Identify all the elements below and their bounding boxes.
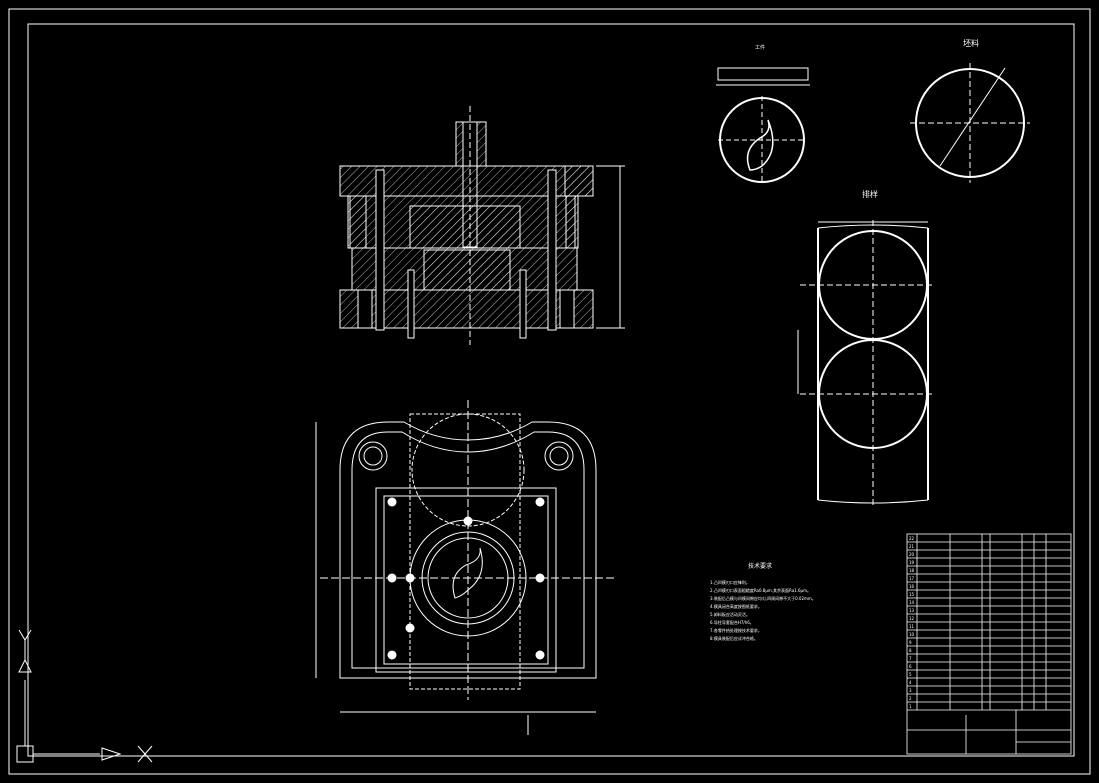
bom-table (906, 533, 1072, 755)
note-line: 6.导柱导套配合H7/h6。 (710, 619, 754, 625)
bom-row-number: 7 (909, 656, 912, 661)
note-line: 3.装配后凸模与凹模间隙应均匀,四周间隙不大于0.02mm。 (710, 595, 816, 601)
bom-row-number: 20 (909, 552, 915, 557)
bom-row-number: 10 (909, 632, 915, 637)
bom-row-numbers: 22 21 20 19 18 17 16 15 14 13 12 11 10 9… (909, 536, 915, 709)
plan-view (315, 400, 615, 735)
blank-view-label: 坯料 (963, 38, 979, 48)
inner-frame (27, 23, 1075, 757)
blank-view (910, 63, 1030, 183)
bom-row-number: 22 (909, 536, 915, 541)
notes-lines: 1.凸凹模刃口应锋利。 2.凸凹模刃口表面粗糙度Ra0.8μm,其余表面Ra1.… (710, 579, 816, 641)
bom-row-number: 9 (909, 640, 912, 645)
bom-row-number: 13 (909, 608, 915, 613)
bom-row-number: 18 (909, 568, 915, 573)
bom-row-number: 14 (909, 600, 915, 605)
note-line: 2.凸凹模刃口表面粗糙度Ra0.8μm,其余表面Ra1.6μm。 (710, 587, 811, 593)
bom-row-number: 6 (909, 664, 912, 669)
bom-row-number: 12 (909, 616, 915, 621)
note-line: 8.模具装配后应试冲合格。 (710, 635, 758, 641)
note-line: 1.凸凹模刃口应锋利。 (710, 579, 750, 585)
bom-row-number: 21 (909, 544, 915, 549)
bom-row-number: 1 (909, 704, 912, 709)
outer-frame (8, 8, 1091, 775)
note-line: 7.各零件热处理按技术要求。 (710, 627, 762, 633)
bom-row-number: 3 (909, 688, 912, 693)
bom-row-number: 15 (909, 592, 915, 597)
note-line: 5.卸料板应活动灵活。 (710, 611, 750, 617)
bom-row-number: 4 (909, 680, 912, 685)
strip-view-label: 排样 (862, 189, 878, 199)
bom-row-number: 8 (909, 648, 912, 653)
note-line: 4.模具闭合高度按图纸要求。 (710, 603, 762, 609)
part-view (716, 67, 810, 184)
bom-row-number: 16 (909, 584, 915, 589)
ucs-axis-icon (16, 629, 153, 763)
bom-row-number: 17 (909, 576, 915, 581)
strip-view (797, 220, 935, 505)
section-view (339, 106, 625, 345)
bom-row-number: 19 (909, 560, 915, 565)
bom-row-number: 5 (909, 672, 912, 677)
bom-row-number: 2 (909, 696, 912, 701)
notes-title: 技术要求 (748, 562, 772, 570)
part-view-label: 工件 (755, 44, 765, 51)
bom-row-number: 11 (909, 624, 915, 629)
